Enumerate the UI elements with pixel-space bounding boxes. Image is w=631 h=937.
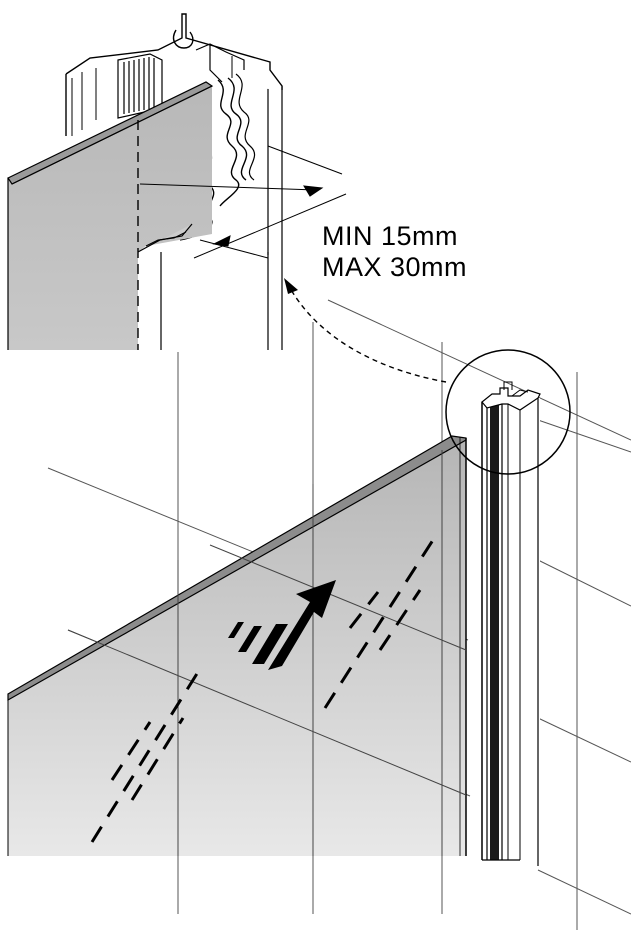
dashed-line bbox=[348, 591, 380, 629]
guide-line bbox=[537, 559, 631, 607]
detail-circle-icon bbox=[445, 349, 571, 475]
detail-callout-arrow bbox=[284, 278, 447, 383]
dashed-line bbox=[90, 671, 200, 843]
guide-line bbox=[537, 869, 631, 915]
dimension-line bbox=[193, 193, 347, 259]
min-dimension-label: MIN 15mm bbox=[322, 221, 459, 251]
dashed-line bbox=[110, 721, 152, 781]
guide-line bbox=[537, 419, 631, 453]
guide-line bbox=[537, 717, 631, 763]
arrow-icon bbox=[228, 580, 336, 670]
dashed-hidden-lines bbox=[90, 539, 435, 843]
vertical-profile bbox=[480, 381, 541, 866]
guide-line bbox=[327, 299, 631, 441]
glass-panel bbox=[7, 435, 467, 856]
dashed-line bbox=[378, 589, 422, 651]
dimension-line bbox=[267, 145, 343, 175]
dashed-line bbox=[323, 539, 435, 709]
dimension-line bbox=[139, 183, 317, 191]
dashed-line bbox=[130, 717, 185, 801]
detail-view bbox=[7, 13, 347, 350]
dimension-line bbox=[199, 239, 269, 259]
max-dimension-label: MAX 30mm bbox=[322, 252, 468, 282]
